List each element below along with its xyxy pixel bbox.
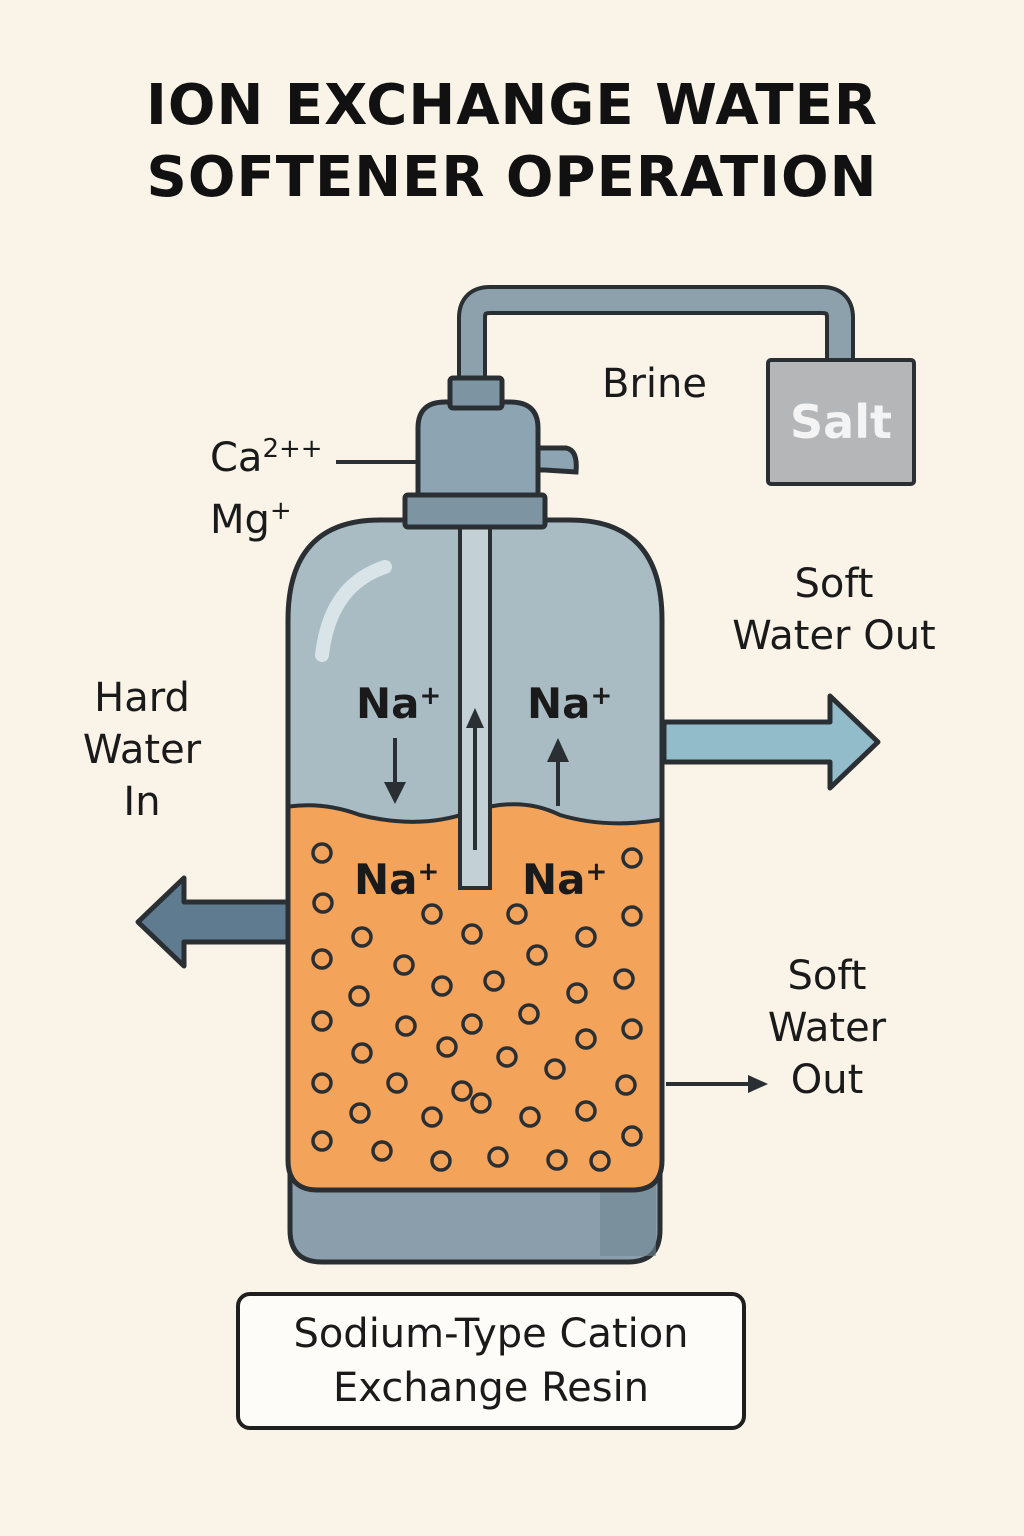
magnesium-ion-label: Mg+ (210, 496, 292, 543)
resin-bead (421, 1106, 443, 1128)
resin-bead (526, 944, 548, 966)
resin-bead (518, 1003, 540, 1025)
sodium-ion-label: Na+ (354, 855, 440, 904)
resin-bead (371, 1140, 393, 1162)
resin-bead (311, 1130, 333, 1152)
resin-bead (351, 926, 373, 948)
resin-bead (311, 842, 333, 864)
hard-water-in-arrow (135, 875, 291, 969)
salt-box (766, 358, 916, 486)
resin-bead (348, 985, 370, 1007)
resin-bead (311, 1010, 333, 1032)
page-title: ION EXCHANGE WATER SOFTENER OPERATION (0, 70, 1024, 214)
resin-bead (311, 948, 333, 970)
caption-line-1: Sodium-Type Cation (293, 1311, 689, 1357)
tank-shell (285, 517, 665, 1193)
resin-bead (613, 968, 635, 990)
calcium-ion-label: Ca2++ (210, 434, 323, 481)
soft-water-out-bottom-label: Soft Water Out (767, 953, 887, 1103)
resin-bead (421, 903, 443, 925)
resin-bead (575, 1028, 597, 1050)
resin-bead (393, 954, 415, 976)
resin-bead (483, 970, 505, 992)
resin-bead (615, 1074, 637, 1096)
title-line-1: ION EXCHANGE WATER (146, 73, 878, 138)
ion-arrow-down (384, 738, 406, 804)
resin-bead (451, 1080, 473, 1102)
resin-bead (461, 1013, 483, 1035)
brine-label: Brine (602, 361, 707, 407)
resin-bead (566, 982, 588, 1004)
sodium-ion-label: Na+ (356, 679, 442, 728)
resin-bead (621, 1018, 643, 1040)
resin-caption-box: Sodium-Type Cation Exchange Resin (236, 1292, 746, 1430)
resin-bead (621, 847, 643, 869)
soft-water-out-arrow (661, 693, 881, 791)
resin-bead (621, 905, 643, 927)
resin-bead (461, 923, 483, 945)
soft-water-out-top-label: Soft Water Out (732, 561, 936, 659)
valve-spout (535, 445, 579, 475)
resin-bead (349, 1102, 371, 1124)
ion-arrow-up (547, 738, 569, 806)
resin-bead (351, 1042, 373, 1064)
resin-bead (311, 1072, 333, 1094)
hard-water-in-label: Hard Water In (82, 675, 202, 825)
resin-beads (311, 842, 643, 1172)
resin-bead (431, 975, 453, 997)
resin-bead (519, 1106, 541, 1128)
resin-bead (506, 903, 528, 925)
caption-line-2: Exchange Resin (332, 1365, 650, 1411)
title-line-2: SOFTENER OPERATION (146, 145, 878, 210)
sodium-ion-label: Na+ (527, 679, 613, 728)
resin-bead (575, 1100, 597, 1122)
resin-bead (430, 1150, 452, 1172)
valve-cap (447, 375, 505, 411)
valve-collar (402, 492, 548, 530)
resin-bead (544, 1058, 566, 1080)
resin-bead (436, 1036, 458, 1058)
tube-flow-arrow (466, 708, 484, 850)
resin-bead (546, 1149, 568, 1171)
resin-bead (496, 1046, 518, 1068)
resin-bead (312, 892, 334, 914)
resin-bead (621, 1125, 643, 1147)
salt-label: Salt (790, 395, 892, 449)
resin-bead (395, 1015, 417, 1037)
resin-bead (575, 926, 597, 948)
soft-water-out-small-arrow (666, 1075, 768, 1093)
resin-bead (470, 1092, 492, 1114)
resin-bed (288, 804, 662, 1190)
resin-bead (487, 1146, 509, 1168)
resin-bead (386, 1072, 408, 1094)
resin-bead (589, 1150, 611, 1172)
valve-head (415, 399, 541, 498)
sodium-ion-label: Na+ (522, 855, 608, 904)
